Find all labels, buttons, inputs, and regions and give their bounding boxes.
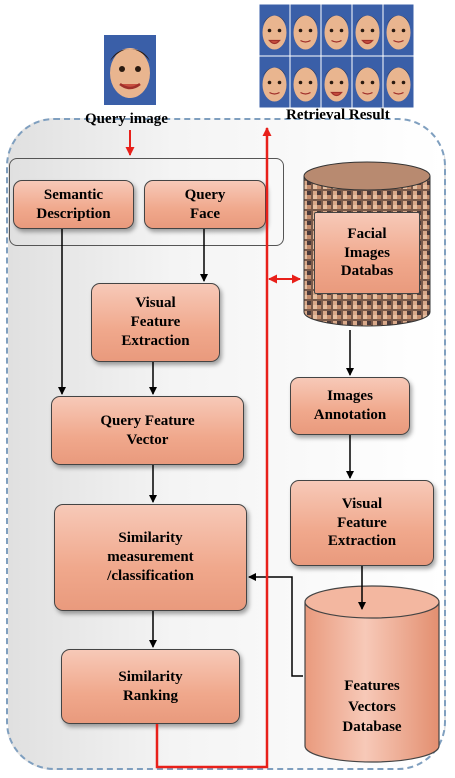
retrieved-face-thumbnail <box>352 4 383 56</box>
query-feature-vector-box: Query Feature Vector <box>51 396 244 465</box>
images-annotation-box: Images Annotation <box>290 377 410 435</box>
similarity-measurement-box: Similarity measurement /classification <box>54 504 247 611</box>
retrieved-face-thumbnail <box>321 56 352 108</box>
semantic-description-box: Semantic Description <box>13 180 134 229</box>
retrieval-result-grid <box>259 4 414 108</box>
retrieved-face-thumbnail <box>290 4 321 56</box>
query-face-photo <box>104 35 156 105</box>
retrieved-face-thumbnail <box>352 56 383 108</box>
retrieved-face-thumbnail <box>383 4 414 56</box>
visual-feature-extraction-right-box: Visual Feature Extraction <box>290 480 434 566</box>
features-vectors-database-label: Features Vectors Database <box>342 678 402 735</box>
visual-feature-extraction-left-box: Visual Feature Extraction <box>91 283 220 362</box>
features-vectors-database-cylinder <box>304 585 440 763</box>
query-image-label: Query image <box>85 111 168 127</box>
facial-images-database-label: Facial Images Databas <box>314 212 420 294</box>
retrieval-result-label: Retrieval Result <box>286 107 390 123</box>
query-face-box: Query Face <box>144 180 266 229</box>
query-input-group <box>9 158 284 246</box>
retrieved-face-thumbnail <box>259 4 290 56</box>
retrieved-face-thumbnail <box>259 56 290 108</box>
similarity-ranking-box: Similarity Ranking <box>61 649 240 724</box>
retrieved-face-thumbnail <box>321 4 352 56</box>
retrieved-face-thumbnail <box>290 56 321 108</box>
retrieved-face-thumbnail <box>383 56 414 108</box>
